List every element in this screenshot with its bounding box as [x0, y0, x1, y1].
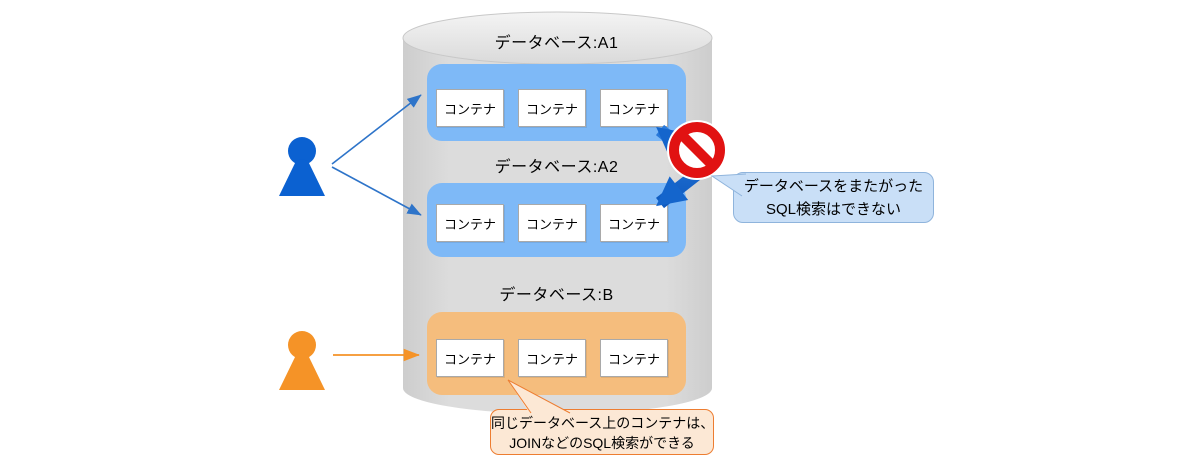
container-box: コンテナ: [436, 339, 504, 377]
callout-line: 同じデータベース上のコンテナは、: [491, 415, 715, 431]
database-a1-box: コンテナ コンテナ コンテナ: [427, 64, 686, 141]
container-box: コンテナ: [518, 339, 586, 377]
database-b-label: データベース:B: [499, 287, 614, 304]
database-a1-label: データベース:A1: [494, 35, 619, 52]
database-a2-label: データベース:A2: [494, 159, 619, 176]
user-blue-person-icon: [279, 137, 325, 196]
container-box: コンテナ: [600, 89, 668, 127]
database-b-box: コンテナ コンテナ コンテナ: [427, 312, 686, 395]
callout-line: SQL検索はできない: [765, 201, 901, 218]
container-box: コンテナ: [518, 89, 586, 127]
container-box: コンテナ: [436, 89, 504, 127]
arrow-user-to-a1: [331, 94, 422, 165]
container-box: コンテナ: [600, 204, 668, 242]
callout-line: データベースをまたがった: [743, 178, 924, 195]
container-box: コンテナ: [518, 204, 586, 242]
user-orange-person-icon: [279, 331, 325, 390]
callout-no-cross-db-sql: データベースをまたがった SQL検索はできない: [733, 172, 934, 223]
arrow-user-to-a2: [331, 166, 422, 216]
database-a2-box: コンテナ コンテナ コンテナ: [427, 183, 686, 257]
container-box: コンテナ: [600, 339, 668, 377]
callout-line: JOINなどのSQL検索ができる: [509, 435, 695, 451]
callout-same-db-join: 同じデータベース上のコンテナは、 JOINなどのSQL検索ができる: [490, 409, 714, 455]
container-box: コンテナ: [436, 204, 504, 242]
